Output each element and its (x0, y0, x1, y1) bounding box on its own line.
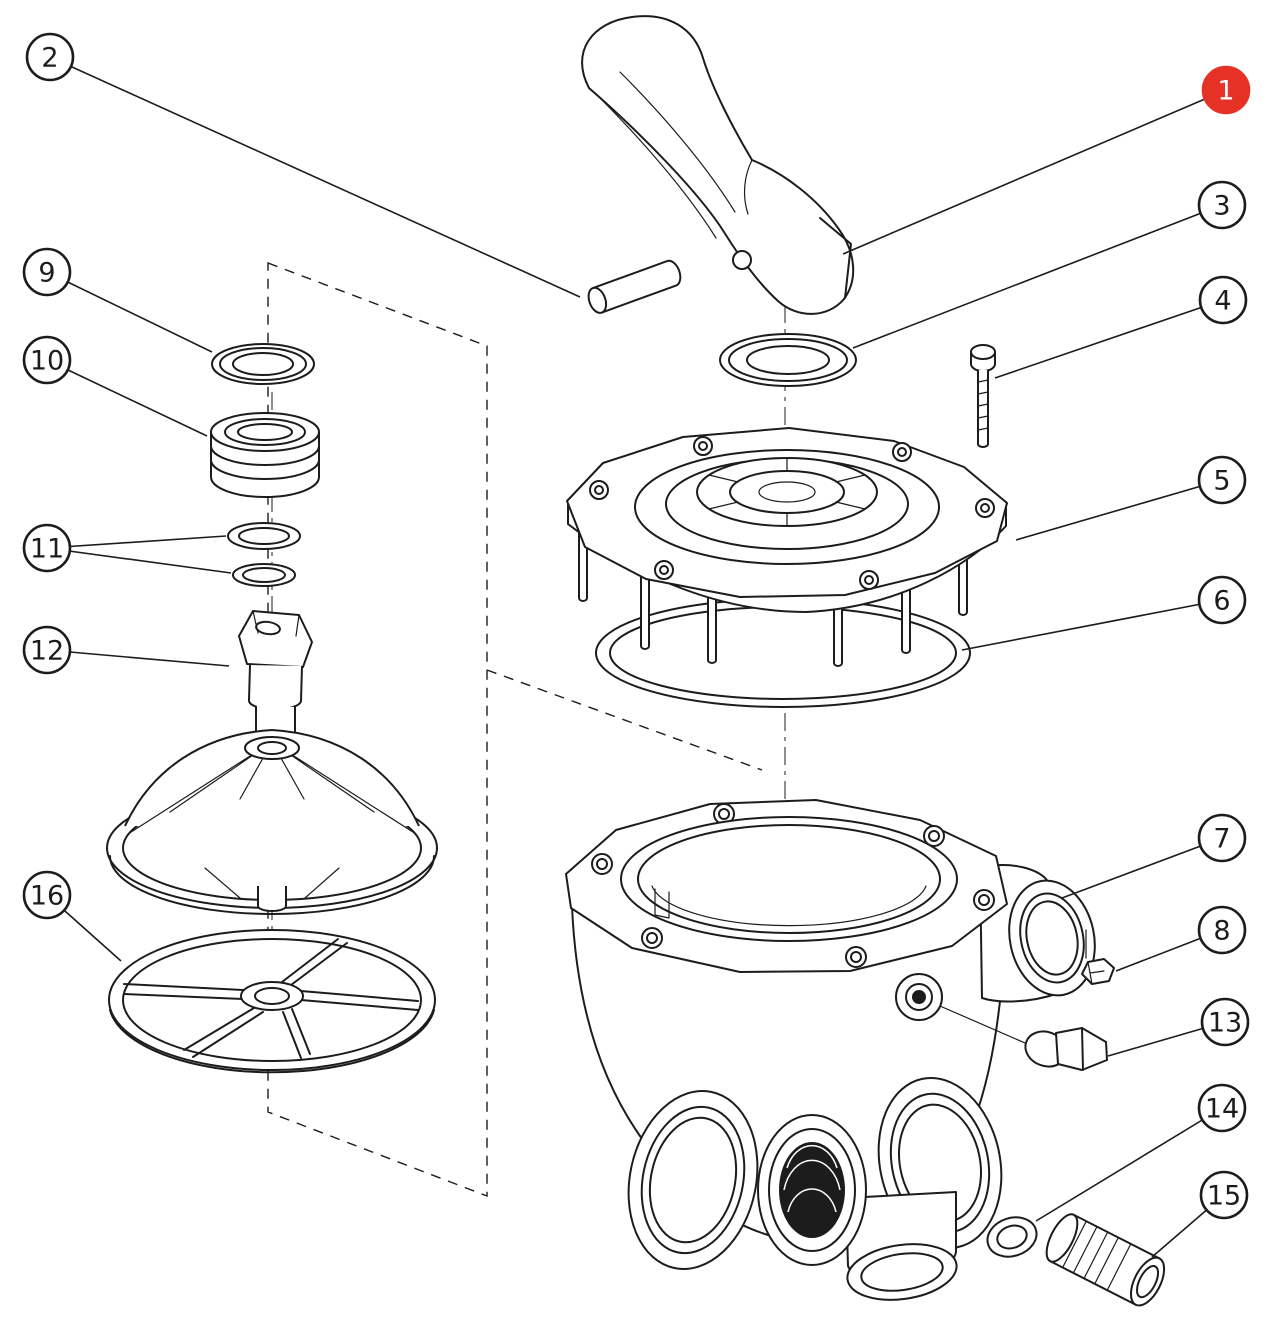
callout-circle (1197, 1083, 1247, 1133)
callout-circle (1197, 180, 1247, 230)
port-oring-part (986, 1216, 1038, 1258)
callout-number: 16 (30, 881, 64, 912)
callout-leader-line (46, 271, 213, 353)
callout-13[interactable]: 13 (1107, 997, 1250, 1057)
callout-circle (1201, 65, 1251, 115)
callout-number: 15 (1207, 1181, 1241, 1212)
callout-leader-line (1035, 1107, 1223, 1222)
callout-number: 1 (1217, 76, 1234, 107)
valve-body-part (565, 799, 1096, 1301)
callout-leader-line (1015, 479, 1223, 541)
barb-adapter-part (1045, 1213, 1166, 1307)
callout-6[interactable]: 6 (961, 575, 1247, 651)
reference-box (267, 261, 763, 1198)
callout-circle (22, 625, 72, 675)
callout-number: 2 (41, 43, 58, 74)
callout-circle (22, 247, 72, 297)
callout-leader-line (842, 89, 1227, 255)
callout-circle (1197, 813, 1247, 863)
callout-number: 8 (1213, 916, 1230, 947)
callout-3[interactable]: 3 (852, 180, 1247, 349)
callout-leader-line (46, 359, 208, 437)
small-washers-part (227, 522, 301, 587)
callout-leader-line (46, 649, 230, 667)
callout-circle (1198, 275, 1248, 325)
pivot-pin-part (587, 259, 682, 314)
callout-number: 11 (30, 534, 64, 565)
left-port (627, 1089, 759, 1271)
callout-16[interactable]: 16 (22, 870, 122, 962)
callout-2[interactable]: 2 (25, 32, 581, 298)
callout-circle (1197, 905, 1247, 955)
callout-circle (1199, 1170, 1249, 1220)
callout-number: 6 (1213, 586, 1230, 617)
center-port (757, 1114, 867, 1266)
handle-part (581, 15, 855, 315)
callout-14[interactable]: 14 (1035, 1083, 1247, 1222)
callout-leader-line (1061, 837, 1223, 899)
callout-circle (22, 870, 72, 920)
lid-screw-part (970, 344, 996, 448)
diverter-part (106, 729, 438, 915)
callout-leader-line (994, 299, 1224, 379)
rotor-stem-part (238, 610, 313, 749)
callout-circle (22, 523, 72, 573)
callout-15[interactable]: 15 (1151, 1170, 1249, 1258)
callout-leader-line (49, 56, 581, 298)
lid-part (566, 427, 1008, 667)
callout-leader-line (46, 547, 232, 574)
callout-leader-line (961, 599, 1223, 651)
callout-5[interactable]: 5 (1015, 455, 1247, 541)
callout-number: 14 (1205, 1094, 1239, 1125)
callout-number: 9 (38, 258, 55, 289)
callout-11[interactable]: 11 (22, 523, 232, 574)
callout-number: 3 (1213, 191, 1230, 222)
callout-leader-line (46, 535, 227, 549)
callout-10[interactable]: 10 (22, 335, 208, 437)
callout-8[interactable]: 8 (1115, 905, 1247, 972)
spider-gasket-part (108, 929, 436, 1074)
handle-washer-part (719, 333, 857, 387)
callout-9[interactable]: 9 (22, 247, 213, 353)
callout-circle (22, 335, 72, 385)
callout-12[interactable]: 12 (22, 625, 230, 675)
callout-1[interactable]: 1 (842, 65, 1251, 255)
nut-part (1081, 958, 1115, 985)
callout-circle (1200, 997, 1250, 1047)
seal-stack-part (210, 412, 320, 498)
callout-number: 12 (30, 636, 64, 667)
callout-7[interactable]: 7 (1061, 813, 1247, 899)
callout-circle (1197, 455, 1247, 505)
callout-number: 10 (30, 346, 64, 377)
callout-number: 13 (1208, 1008, 1242, 1039)
lid-oring-part (595, 598, 971, 708)
top-washer-part (211, 343, 315, 385)
drain-boss (895, 973, 1033, 1047)
callout-number: 5 (1213, 466, 1230, 497)
callout-4[interactable]: 4 (994, 275, 1248, 379)
drain-plug-part (1024, 1027, 1108, 1071)
callout-number: 4 (1214, 286, 1231, 317)
callout-circle (1197, 575, 1247, 625)
callout-leader-line (852, 204, 1223, 349)
bottom-port (845, 1191, 958, 1301)
callout-circle (25, 32, 75, 82)
callout-number: 7 (1213, 824, 1230, 855)
